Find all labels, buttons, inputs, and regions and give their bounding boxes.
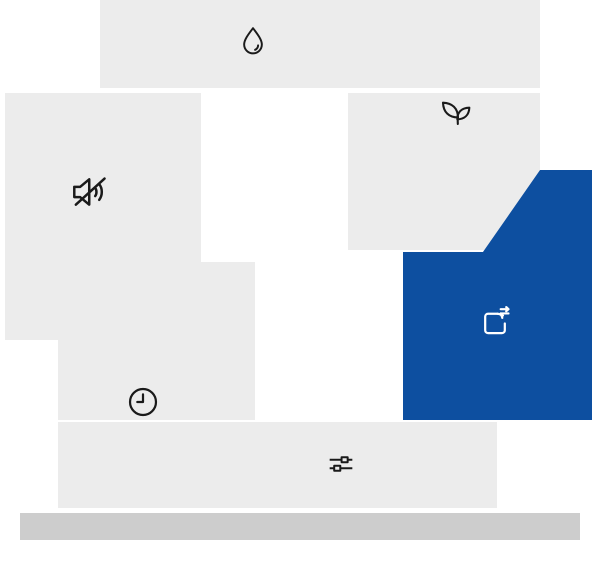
eco-leaves-icon <box>436 94 476 134</box>
water-drop-icon <box>235 24 271 60</box>
sliders-icon <box>324 447 358 481</box>
tile-delay-timer[interactable] <box>58 262 255 420</box>
bottom-bar <box>20 513 580 540</box>
tile-water[interactable] <box>100 0 540 88</box>
speaker-mute-icon <box>67 169 113 215</box>
clock-icon <box>124 383 162 421</box>
square-swap-arrows-icon <box>476 303 514 341</box>
tile-adjust[interactable] <box>58 422 497 508</box>
